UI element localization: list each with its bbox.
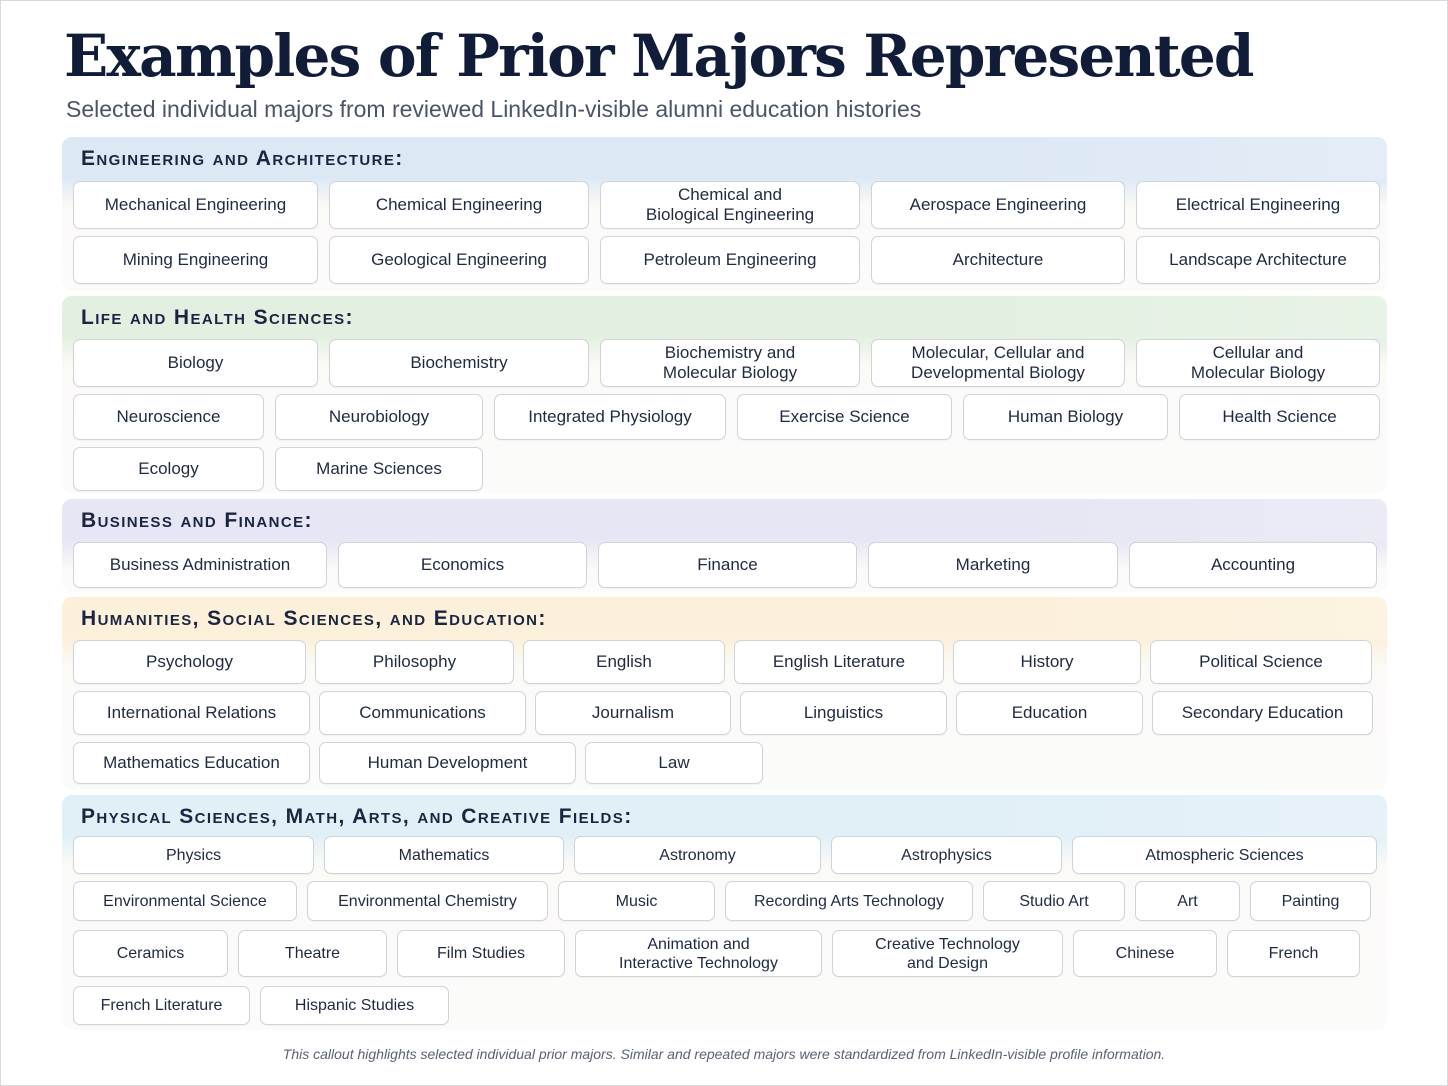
major-chip-aerospace-engineering: Aerospace Engineering (871, 181, 1125, 229)
section-header: Physical Sciences, Math, Arts, and Creat… (62, 795, 1387, 837)
major-chip-neuroscience: Neuroscience (73, 394, 264, 440)
major-chip-political-science: Political Science (1150, 640, 1372, 684)
major-chip-art: Art (1135, 881, 1240, 921)
major-chip-mathematics: Mathematics (324, 836, 564, 874)
page-subtitle: Selected individual majors from reviewed… (66, 96, 922, 122)
major-chip-international-relations: International Relations (73, 691, 310, 735)
section-business-and-finance: Business and Finance:Business Administra… (62, 499, 1387, 592)
major-chip-chemical-and-biological-engineering: Chemical and Biological Engineering (600, 181, 860, 229)
major-chip-geological-engineering: Geological Engineering (329, 236, 589, 284)
major-row: Physics Mathematics Astronomy Astrophysics A… (73, 836, 1377, 874)
major-chip-marine-sciences: Marine Sciences (275, 447, 483, 491)
major-chip-environmental-chemistry: Environmental Chemistry (307, 881, 548, 921)
major-chip-philosophy: Philosophy (315, 640, 514, 684)
major-chip-mechanical-engineering: Mechanical Engineering (73, 181, 318, 229)
major-chip-finance: Finance (598, 542, 857, 588)
major-chip-marketing: Marketing (868, 542, 1118, 588)
major-chip-french: French (1227, 930, 1360, 977)
section-header: Business and Finance: (62, 499, 1387, 541)
major-chip-neurobiology: Neurobiology (275, 394, 483, 440)
major-chip-integrated-physiology: Integrated Physiology (494, 394, 726, 440)
major-chip-human-biology: Human Biology (963, 394, 1168, 440)
major-chip-petroleum-engineering: Petroleum Engineering (600, 236, 860, 284)
major-chip-atmospheric-sciences: Atmospheric Sciences (1072, 836, 1377, 874)
major-chip-french-literature: French Literature (73, 986, 250, 1025)
major-chip-astrophysics: Astrophysics (831, 836, 1062, 874)
major-chip-accounting: Accounting (1129, 542, 1377, 588)
major-chip-cellular-and-molecular-biology: Cellular and Molecular Biology (1136, 339, 1380, 387)
major-chip-chemical-engineering: Chemical Engineering (329, 181, 589, 229)
major-chip-human-development: Human Development (319, 742, 576, 784)
section-header: Engineering and Architecture: (62, 137, 1387, 179)
major-chip-film-studies: Film Studies (397, 930, 565, 977)
major-chip-linguistics: Linguistics (740, 691, 947, 735)
major-chip-law: Law (585, 742, 763, 784)
major-chip-history: History (953, 640, 1141, 684)
major-chip-english-literature: English Literature (734, 640, 944, 684)
major-chip-business-administration: Business Administration (73, 542, 327, 588)
major-chip-theatre: Theatre (238, 930, 387, 977)
major-chip-architecture: Architecture (871, 236, 1125, 284)
major-chip-education: Education (956, 691, 1143, 735)
major-chip-environmental-science: Environmental Science (73, 881, 297, 921)
major-chip-painting: Painting (1250, 881, 1371, 921)
major-chip-english: English (523, 640, 725, 684)
major-chip-molecular-cellular-and-developmental-biology: Molecular, Cellular and Developmental Bi… (871, 339, 1125, 387)
major-chip-exercise-science: Exercise Science (737, 394, 952, 440)
major-chip-music: Music (558, 881, 715, 921)
major-chip-chinese: Chinese (1073, 930, 1217, 977)
major-chip-astronomy: Astronomy (574, 836, 821, 874)
major-chip-electrical-engineering: Electrical Engineering (1136, 181, 1380, 229)
page-title: Examples of Prior Majors Represented (64, 22, 1254, 90)
section-header: Humanities, Social Sciences, and Educati… (62, 597, 1387, 639)
major-chip-secondary-education: Secondary Education (1152, 691, 1373, 735)
footnote: This callout highlights selected individ… (282, 1046, 1166, 1062)
major-chip-ceramics: Ceramics (73, 930, 228, 977)
major-row: French Literature Hispanic Studies (73, 986, 1376, 1025)
section-humanities-social-sciences-education: Humanities, Social Sciences, and Educati… (62, 597, 1387, 790)
major-chip-journalism: Journalism (535, 691, 731, 735)
major-chip-creative-technology-and-design: Creative Technology and Design (832, 930, 1063, 977)
major-chip-economics: Economics (338, 542, 587, 588)
major-chip-psychology: Psychology (73, 640, 306, 684)
major-chip-biology: Biology (73, 339, 318, 387)
major-chip-biochemistry: Biochemistry (329, 339, 589, 387)
major-chip-animation-and-interactive-technology: Animation and Interactive Technology (575, 930, 822, 977)
major-chip-mining-engineering: Mining Engineering (73, 236, 318, 284)
section-header: Life and Health Sciences: (62, 296, 1387, 338)
section-engineering-and-architecture: Engineering and Architecture:Mechanical … (62, 137, 1387, 291)
major-chip-studio-art: Studio Art (983, 881, 1125, 921)
major-chip-recording-arts-technology: Recording Arts Technology (725, 881, 973, 921)
major-chip-landscape-architecture: Landscape Architecture (1136, 236, 1380, 284)
major-chip-communications: Communications (319, 691, 526, 735)
major-chip-ecology: Ecology (73, 447, 264, 491)
major-chip-health-science: Health Science (1179, 394, 1380, 440)
major-chip-mathematics-education: Mathematics Education (73, 742, 310, 784)
section-physical-sciences-math-arts-creative: Physical Sciences, Math, Arts, and Creat… (62, 795, 1387, 1030)
major-chip-biochemistry-and-molecular-biology: Biochemistry and Molecular Biology (600, 339, 860, 387)
major-chip-physics: Physics (73, 836, 314, 874)
major-chip-hispanic-studies: Hispanic Studies (260, 986, 449, 1025)
